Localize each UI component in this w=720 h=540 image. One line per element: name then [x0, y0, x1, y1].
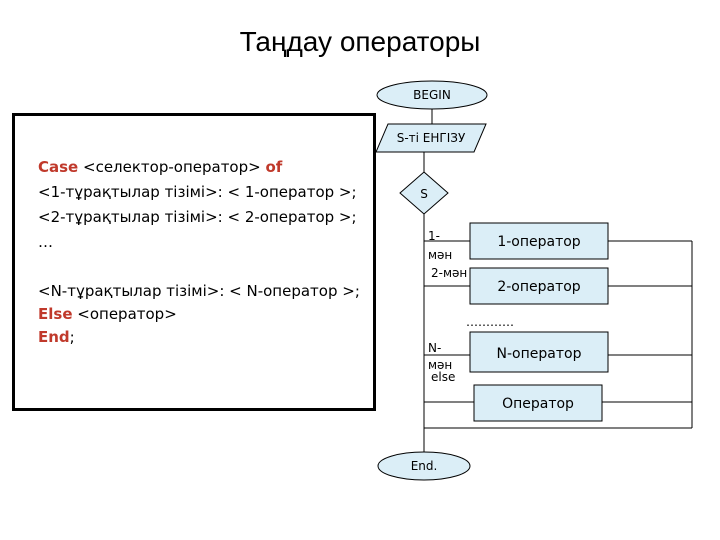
begin-label: BEGIN [413, 88, 451, 102]
branch-label-1a: 1- [428, 229, 440, 243]
else-operator-label: Оператор [502, 396, 574, 412]
operator1-box [469, 222, 609, 260]
code-line-3: <2-тұрақтылар тізімі>: < 2-оператор >; [38, 208, 357, 226]
branch-label-1b: мән [428, 248, 453, 262]
operator2-box [469, 267, 609, 305]
end-terminal [377, 451, 471, 481]
keyword-case: Case [38, 158, 79, 176]
flowchart-connectors [423, 108, 693, 458]
ellipsis-dots: ………… [466, 315, 514, 329]
operator2-label: 2-оператор [497, 279, 580, 295]
code-box [12, 113, 376, 411]
end-label: End. [411, 459, 438, 473]
branch-label-Na: N- [428, 341, 442, 355]
branch-label-else: else [431, 370, 456, 384]
code-line-2: <1-тұрақтылар тізімі>: < 1-оператор >; [38, 183, 357, 201]
decision-diamond [399, 171, 449, 215]
code-line-5: <N-тұрақтылар тізімі>: < N-оператор >; [38, 282, 360, 300]
keyword-of: of [265, 158, 283, 176]
code-selector-text: <селектор-оператор> [78, 158, 266, 176]
begin-terminal [376, 80, 488, 110]
input-label: S-ті ЕНГІЗУ [397, 131, 466, 145]
else-operator-box [473, 384, 603, 422]
code-line-4: … [38, 233, 53, 251]
branch-label-2: 2-мән [431, 266, 468, 280]
keyword-else: Else [38, 305, 73, 323]
operator1-label: 1-оператор [497, 234, 580, 250]
code-line-7: End; [38, 328, 75, 346]
operatorN-box [469, 331, 609, 373]
code-else-text: <оператор> [72, 305, 177, 323]
branch-label-Nb: мән [428, 358, 453, 372]
decision-label: S [420, 187, 428, 201]
code-end-text: ; [69, 328, 75, 346]
operatorN-label: N-оператор [497, 346, 582, 362]
page-title: Таңдау операторы [239, 26, 481, 57]
input-parallelogram [375, 123, 487, 153]
keyword-end: End [38, 328, 70, 346]
code-line-1: Case <селектор-оператор> of [38, 158, 282, 176]
code-line-6: Else <оператор> [38, 305, 177, 323]
